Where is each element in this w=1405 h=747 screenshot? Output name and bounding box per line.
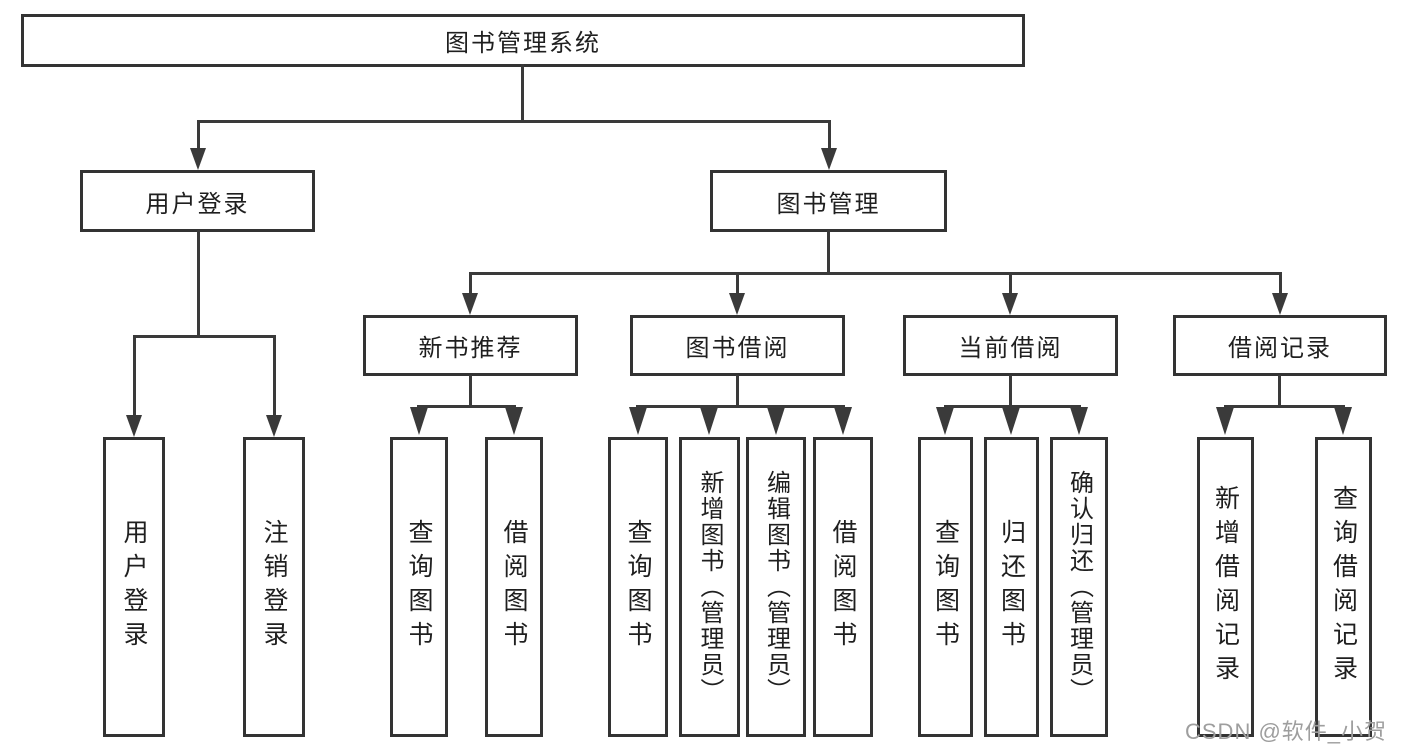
connector-line <box>133 335 276 338</box>
node-add-borrow-record: 新增借阅记录 <box>1197 437 1254 737</box>
node-borrow-books-borrowing: 借阅图书 <box>813 437 873 737</box>
arrow-down-icon <box>821 148 837 170</box>
node-add-books-admin: 新增图书（管理员） <box>679 437 740 737</box>
arrow-down-icon <box>1070 407 1088 435</box>
node-label: 当前借阅 <box>958 335 1063 362</box>
arrow-down-icon <box>190 148 206 170</box>
node-borrow-books-recommend: 借阅图书 <box>485 437 543 737</box>
connector-line <box>944 405 1081 408</box>
node-label: 图书管理 <box>776 190 881 218</box>
arrow-down-icon <box>729 293 745 315</box>
node-book-management: 图书管理 <box>710 170 947 232</box>
node-user-login-action: 用户登录 <box>103 437 165 737</box>
connector-line <box>133 335 136 417</box>
connector-line <box>469 272 472 295</box>
connector-line <box>1009 375 1012 408</box>
arrow-down-icon <box>126 415 142 437</box>
connector-line <box>197 120 200 150</box>
connector-line <box>636 405 845 408</box>
node-label: 新增图书（管理员） <box>696 470 723 704</box>
watermark-text: CSDN @软件_小贺同学 <box>1185 719 1388 744</box>
connector-line <box>417 405 516 408</box>
arrow-down-icon <box>767 407 785 435</box>
node-label: 用户登录 <box>120 519 148 655</box>
node-borrowing-records: 借阅记录 <box>1173 315 1387 376</box>
arrow-down-icon <box>505 407 523 435</box>
node-logout-action: 注销登录 <box>243 437 305 737</box>
arrow-down-icon <box>410 407 428 435</box>
arrow-down-icon <box>266 415 282 437</box>
node-label: 借阅图书 <box>500 519 528 655</box>
connector-line <box>469 375 472 408</box>
node-new-book-recommendation: 新书推荐 <box>363 315 578 376</box>
node-label: 图书管理系统 <box>445 30 601 57</box>
connector-line <box>273 335 276 417</box>
node-label: 新书推荐 <box>418 335 523 362</box>
connector-line <box>736 375 739 408</box>
node-book-borrowing: 图书借阅 <box>630 315 845 376</box>
node-label: 图书借阅 <box>685 335 790 362</box>
arrow-down-icon <box>1002 293 1018 315</box>
node-label: 确认归还（管理员） <box>1065 470 1093 704</box>
node-return-books: 归还图书 <box>984 437 1039 737</box>
connector-line <box>1278 375 1281 408</box>
node-edit-books-admin: 编辑图书（管理员） <box>746 437 806 737</box>
node-library-management-system: 图书管理系统 <box>21 14 1025 67</box>
node-query-books-recommend: 查询图书 <box>390 437 448 737</box>
arrow-down-icon <box>1216 407 1234 435</box>
node-label: 编辑图书（管理员） <box>762 470 790 704</box>
arrow-down-icon <box>834 407 852 435</box>
node-label: 借阅记录 <box>1228 335 1332 362</box>
connector-line <box>1279 272 1282 295</box>
arrow-down-icon <box>1002 407 1020 435</box>
node-label: 新增借阅记录 <box>1211 485 1240 689</box>
arrow-down-icon <box>700 407 718 435</box>
connector-line <box>1009 272 1012 295</box>
node-user-login: 用户登录 <box>80 170 315 232</box>
arrow-down-icon <box>1334 407 1352 435</box>
node-label: 注销登录 <box>260 519 288 655</box>
connector-line <box>197 120 831 123</box>
node-query-borrow-record: 查询借阅记录 <box>1315 437 1372 737</box>
connector-line <box>521 64 524 123</box>
node-query-books-borrowing: 查询图书 <box>608 437 668 737</box>
connector-line <box>1224 405 1345 408</box>
node-label: 归还图书 <box>997 519 1026 655</box>
node-label: 查询图书 <box>405 519 433 655</box>
node-query-books-current: 查询图书 <box>918 437 973 737</box>
connector-line <box>469 272 1282 275</box>
node-label: 借阅图书 <box>829 519 857 655</box>
node-label: 用户登录 <box>145 190 250 218</box>
arrow-down-icon <box>936 407 954 435</box>
node-current-borrowing: 当前借阅 <box>903 315 1118 376</box>
node-label: 查询借阅记录 <box>1329 485 1358 689</box>
arrow-down-icon <box>1272 293 1288 315</box>
connector-line <box>828 120 831 150</box>
connector-line <box>197 230 200 338</box>
node-confirm-return-admin: 确认归还（管理员） <box>1050 437 1108 737</box>
connector-line <box>736 272 739 295</box>
connector-line <box>827 230 830 275</box>
node-label: 查询图书 <box>624 519 652 655</box>
node-label: 查询图书 <box>931 519 960 655</box>
arrow-down-icon <box>462 293 478 315</box>
arrow-down-icon <box>629 407 647 435</box>
